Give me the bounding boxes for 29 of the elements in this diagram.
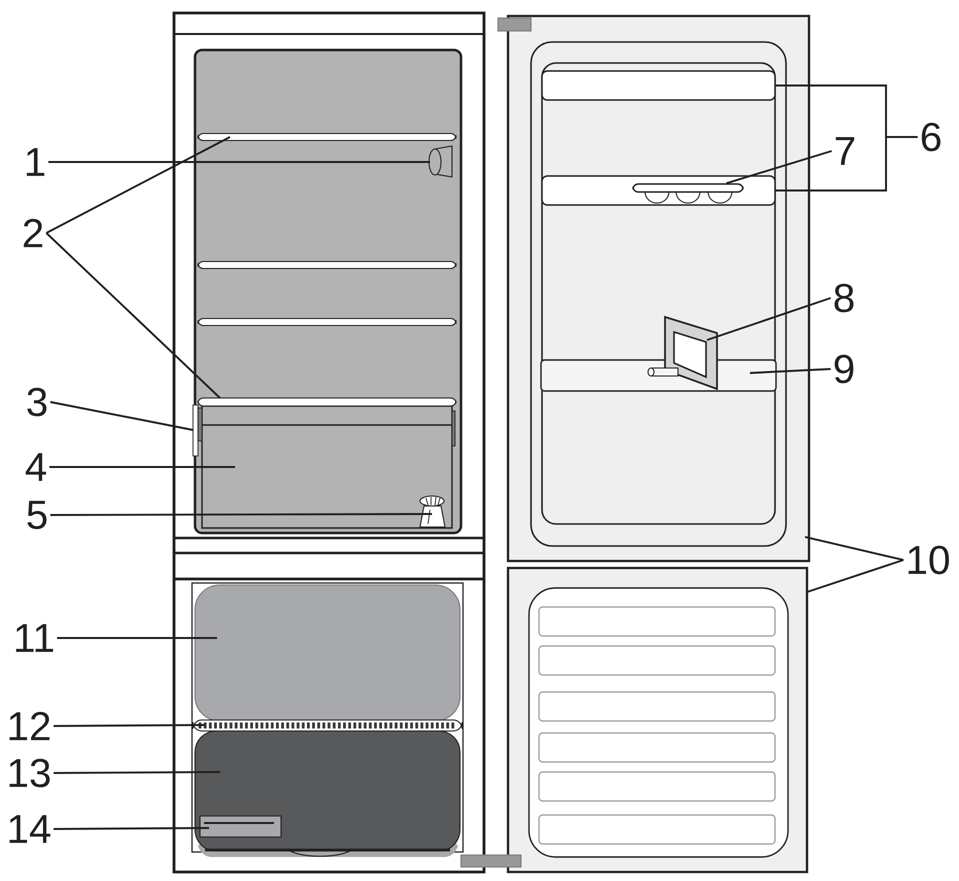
callout-number: 8 <box>834 284 854 312</box>
leader-line <box>750 368 831 374</box>
leader-line <box>706 297 831 341</box>
callout-number: 14 <box>10 815 50 843</box>
callout-number: 2 <box>24 218 42 248</box>
leader-line <box>50 401 194 431</box>
leader-line <box>57 637 217 639</box>
callout-number: 12 <box>10 712 50 740</box>
leader-line <box>806 559 904 593</box>
door-shelf <box>541 70 776 101</box>
callout-number: 6 <box>922 122 940 152</box>
callout-number: 13 <box>10 758 50 788</box>
leader-line <box>54 827 210 830</box>
leader-line <box>46 136 230 234</box>
leader-line <box>54 771 220 774</box>
leader-line <box>54 724 206 727</box>
leader-line <box>774 84 919 192</box>
callout-number: 4 <box>26 453 46 481</box>
callout-number: 9 <box>834 354 854 384</box>
leader-line <box>49 466 235 468</box>
leader-line <box>804 536 904 561</box>
leader-line <box>726 150 832 184</box>
callout-number: 7 <box>836 137 854 165</box>
callout-number: 1 <box>26 148 44 176</box>
callout-number: 3 <box>27 388 46 416</box>
leader-line <box>46 232 221 399</box>
callout-number: 11 <box>16 624 53 652</box>
callout-number: 5 <box>27 500 47 530</box>
callout-number: 10 <box>908 546 949 574</box>
